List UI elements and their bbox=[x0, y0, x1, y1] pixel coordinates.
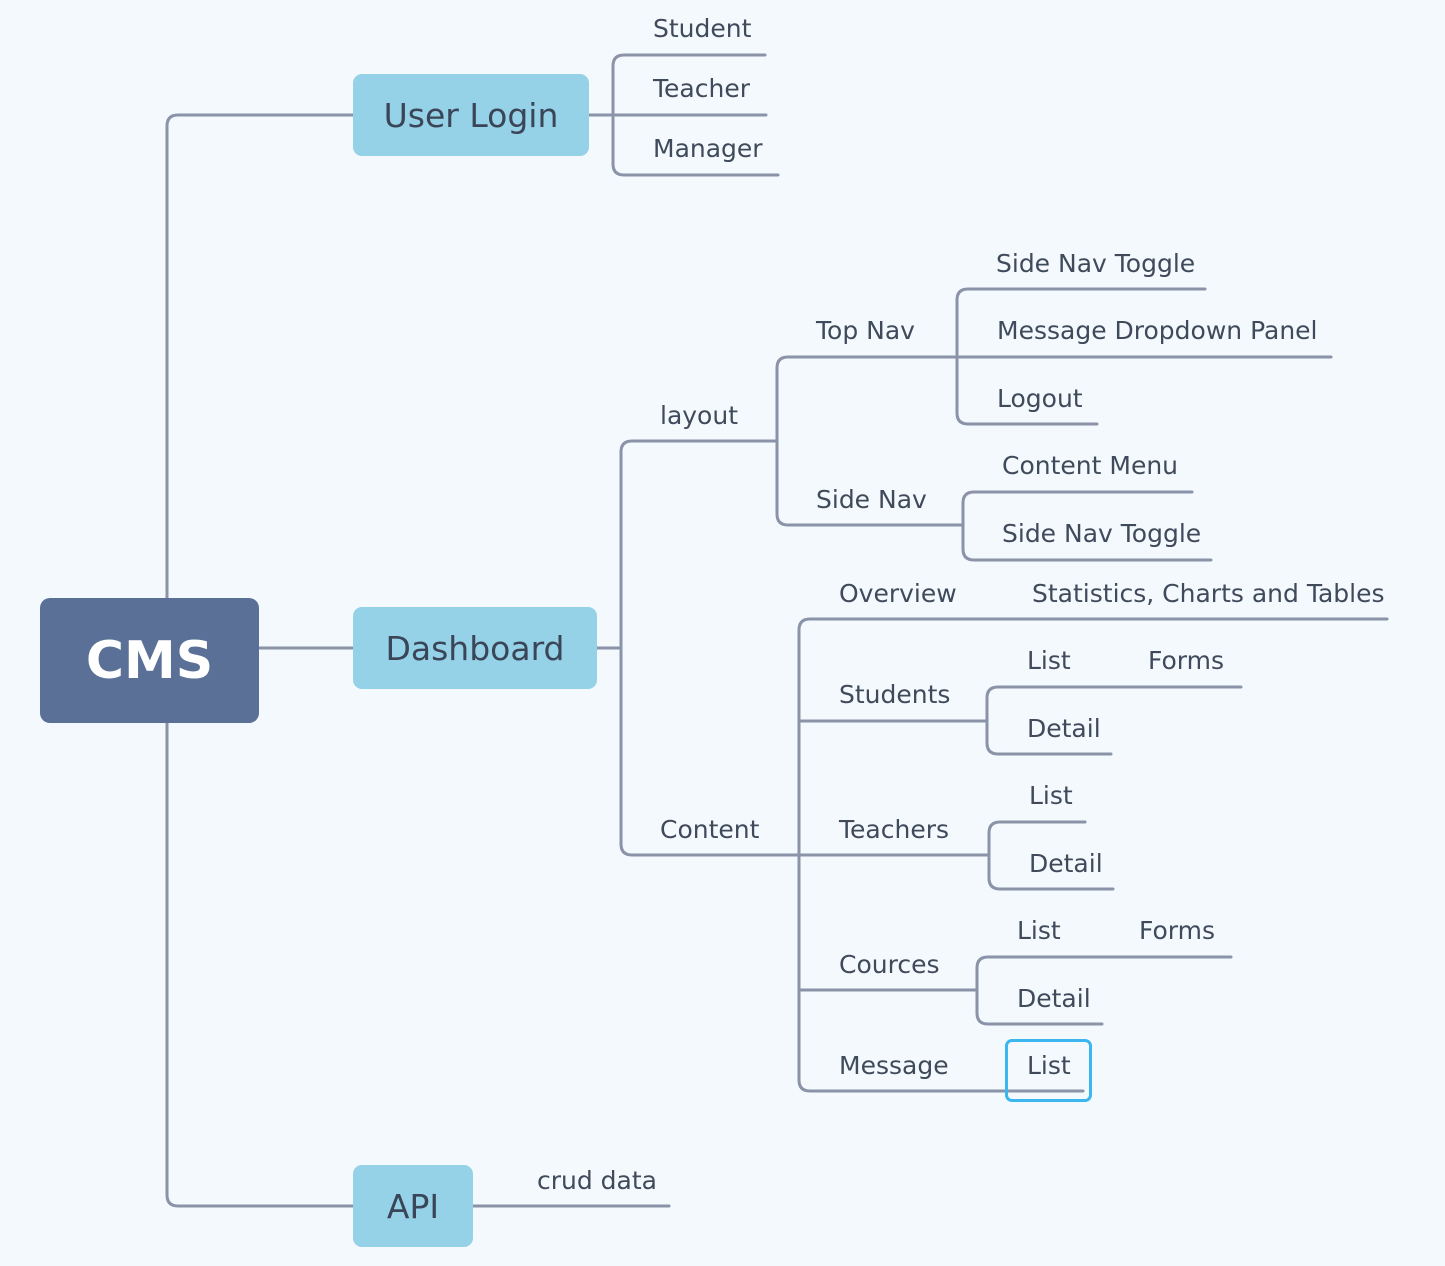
topic-teachers-detail[interactable]: Detail bbox=[1029, 849, 1103, 878]
topic-teacher[interactable]: Teacher bbox=[653, 74, 750, 103]
topic-students-list[interactable]: List bbox=[1027, 646, 1071, 675]
connector-top-nav-children bbox=[955, 287, 1333, 426]
topic-overview[interactable]: Overview bbox=[839, 579, 957, 608]
topic-statistics-charts-tables[interactable]: Statistics, Charts and Tables bbox=[1032, 579, 1385, 608]
selection-highlight bbox=[1005, 1039, 1092, 1102]
topic-manager[interactable]: Manager bbox=[653, 134, 763, 163]
connector-dashboard-children bbox=[595, 439, 801, 857]
connector-teachers-children bbox=[987, 820, 1115, 891]
topic-student[interactable]: Student bbox=[653, 14, 752, 43]
topic-crud-data[interactable]: crud data bbox=[537, 1166, 657, 1195]
topic-teachers[interactable]: Teachers bbox=[839, 815, 949, 844]
root-topic-cms[interactable]: CMS bbox=[40, 598, 259, 723]
topic-side-nav-toggle-side[interactable]: Side Nav Toggle bbox=[1002, 519, 1202, 548]
connector-side-nav-children bbox=[961, 490, 1213, 562]
topic-content[interactable]: Content bbox=[660, 815, 760, 844]
topic-teachers-list[interactable]: List bbox=[1029, 781, 1073, 810]
topic-logout[interactable]: Logout bbox=[997, 384, 1083, 413]
topic-top-nav[interactable]: Top Nav bbox=[816, 316, 915, 345]
connector-root-user-login bbox=[165, 113, 355, 600]
topic-students-detail[interactable]: Detail bbox=[1027, 714, 1101, 743]
topic-api[interactable]: API bbox=[353, 1165, 473, 1247]
topic-students[interactable]: Students bbox=[839, 680, 951, 709]
connector-layout-children bbox=[775, 355, 964, 527]
topic-layout[interactable]: layout bbox=[660, 401, 739, 430]
topic-content-menu[interactable]: Content Menu bbox=[1002, 451, 1179, 480]
connector-cources-children bbox=[975, 955, 1233, 1026]
topic-dashboard[interactable]: Dashboard bbox=[353, 607, 597, 689]
topic-cources[interactable]: Cources bbox=[839, 950, 940, 979]
topic-message[interactable]: Message bbox=[839, 1051, 949, 1080]
topic-students-forms[interactable]: Forms bbox=[1148, 646, 1225, 675]
connector-students-children bbox=[985, 685, 1243, 756]
topic-user-login[interactable]: User Login bbox=[353, 74, 589, 156]
topic-message-dropdown-panel[interactable]: Message Dropdown Panel bbox=[997, 316, 1318, 345]
connector-content-spine bbox=[797, 617, 1389, 1093]
topic-cources-forms[interactable]: Forms bbox=[1139, 916, 1216, 945]
connector-root-api bbox=[165, 721, 355, 1208]
topic-cources-list[interactable]: List bbox=[1017, 916, 1061, 945]
topic-side-nav[interactable]: Side Nav bbox=[816, 485, 927, 514]
topic-side-nav-toggle-top[interactable]: Side Nav Toggle bbox=[996, 249, 1196, 278]
connector-user-login-children bbox=[587, 53, 780, 177]
topic-message-list[interactable]: List bbox=[1027, 1051, 1071, 1080]
topic-cources-detail[interactable]: Detail bbox=[1017, 984, 1091, 1013]
